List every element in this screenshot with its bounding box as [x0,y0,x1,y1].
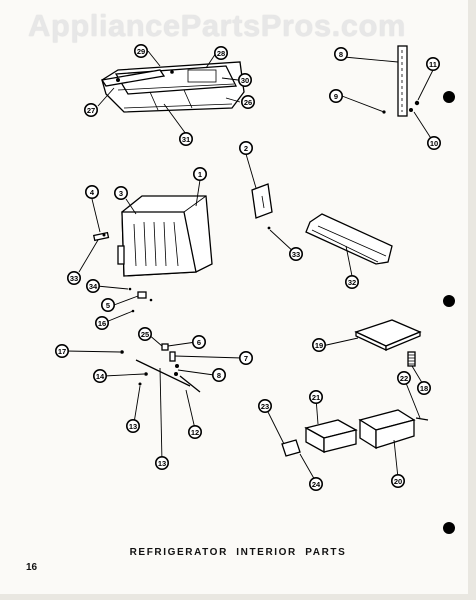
callout-19: 19 [311,337,326,352]
callout-label: 28 [217,49,225,58]
page-border-bottom [0,594,476,600]
callout-label: 26 [244,98,252,107]
callout-label: 34 [89,282,98,291]
callout-7: 7 [239,350,254,365]
binder-hole-bottom [443,522,455,534]
meat-keeper-pan [117,195,213,277]
callout-8: 8 [333,46,348,61]
callout-label: 31 [182,135,190,144]
callout-label: 29 [137,47,145,56]
callout-label: 11 [429,60,437,69]
callout-18: 18 [416,380,431,395]
callout-16: 16 [95,315,110,330]
watermark: AppliancePartsPros.com [28,8,406,43]
callout-label: 17 [58,347,66,356]
callout-label: 13 [158,459,166,468]
callout-11: 11 [425,56,440,71]
callout-label: 33 [292,250,300,259]
callout-2: 2 [239,141,254,156]
callout-label: 8 [217,371,221,380]
drawers-and-shelf [281,319,429,457]
callout-27: 27 [84,103,99,118]
callout-13: 13 [155,455,170,470]
callout-label: 18 [420,384,428,393]
binder-hole-middle [443,295,455,307]
callout-33: 33 [67,270,82,285]
page-border-right [468,0,476,600]
callout-14: 14 [93,368,108,383]
callout-label: 1 [198,170,202,179]
shelf-support-rail [382,45,420,117]
callout-17: 17 [54,343,69,358]
callout-label: 12 [191,428,199,437]
small-hardware-left [92,231,153,313]
callout-3: 3 [114,186,129,201]
callout-8: 8 [212,367,227,382]
diagram-caption: REFRIGERATOR INTERIOR PARTS [129,547,347,558]
bracket-and-channel [251,183,393,265]
callout-6: 6 [192,334,207,349]
callout-33: 33 [288,247,303,262]
callout-label: 19 [315,341,323,350]
callout-label: 7 [244,354,248,363]
callout-label: 5 [106,301,110,310]
callout-20: 20 [390,473,405,488]
callout-label: 27 [87,106,95,115]
callout-label: 6 [197,338,201,347]
callout-28: 28 [214,45,229,60]
callout-26: 26 [241,95,256,110]
callout-29: 29 [134,43,149,58]
callout-label: 23 [261,402,269,411]
callout-label: 13 [129,422,137,431]
callout-34: 34 [86,278,101,293]
callout-10: 10 [426,136,441,151]
callout-label: 20 [394,477,402,486]
callout-label: 8 [339,50,343,59]
callout-9: 9 [328,89,343,104]
callout-label: 4 [90,188,95,197]
callout-label: 22 [400,374,408,383]
callout-label: 33 [70,274,78,283]
callout-label: 32 [348,278,356,287]
page-number: 16 [26,562,38,573]
callout-12: 12 [188,424,203,439]
callout-31: 31 [179,132,194,147]
callout-label: 14 [96,372,105,381]
callout-32: 32 [344,274,359,289]
callout-label: 9 [334,92,338,101]
callout-label: 2 [244,144,248,153]
callout-22: 22 [396,370,411,385]
callout-label: 3 [119,189,123,198]
callout-label: 25 [141,330,149,339]
callout-label: 30 [241,76,249,85]
binder-hole-top [443,91,455,103]
callout-4: 4 [85,185,100,200]
callout-13: 13 [126,418,141,433]
callout-label: 16 [98,319,106,328]
shelf-rod-hardware [120,343,201,393]
callout-label: 10 [430,139,438,148]
callout-25: 25 [138,326,153,341]
callout-5: 5 [101,297,116,312]
callout-label: 24 [312,480,321,489]
callout-30: 30 [238,73,253,88]
callout-label: 21 [312,393,320,402]
callout-leaders [65,50,435,483]
callout-24: 24 [308,476,323,491]
crisper-cover-assembly [100,61,245,113]
callout-1: 1 [193,167,208,182]
callout-23: 23 [257,398,272,413]
callout-21: 21 [308,389,323,404]
